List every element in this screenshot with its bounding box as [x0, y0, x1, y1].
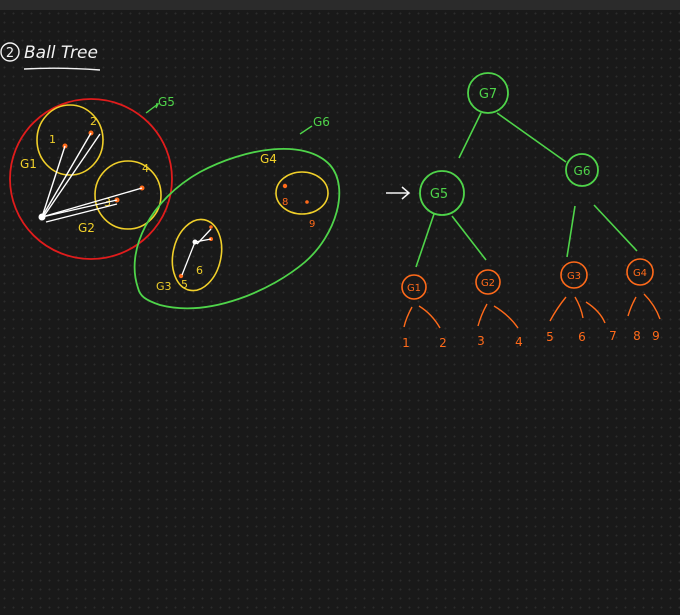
- edge-g7-g6: [496, 112, 567, 163]
- leaf-6: 6: [578, 330, 586, 344]
- edge-g6-g3: [566, 205, 576, 258]
- node-g7-label: G7: [479, 87, 497, 102]
- node-g7-circle: [467, 72, 509, 114]
- node-g6-circle: [565, 153, 599, 187]
- tree-node-g5: G5: [419, 170, 465, 216]
- ball-g1-label: G1: [20, 157, 37, 171]
- point-label-1: 1: [49, 133, 56, 146]
- edge-g6-g4: [593, 204, 638, 252]
- leaf-8: 8: [633, 329, 641, 343]
- point-8: [282, 183, 288, 189]
- point-7: [209, 225, 213, 229]
- g6-label-arrow: [299, 125, 313, 135]
- ball-g1-circle: [36, 104, 104, 176]
- ball-g6-circle: [133, 148, 341, 310]
- node-g4-circle: [626, 258, 654, 286]
- transform-arrow: [386, 186, 411, 200]
- point-label-6: 6: [196, 264, 203, 277]
- leaf-7: 7: [609, 329, 617, 343]
- ball-g3-label: G3: [156, 280, 172, 293]
- leaf-2: 2: [439, 336, 447, 350]
- page-title: Ball Tree: [24, 43, 98, 63]
- tree-node-g7: G7: [467, 72, 509, 114]
- point-label-8: 8: [282, 197, 288, 208]
- leaf-5: 5: [546, 330, 554, 344]
- g5-arrow-head: [155, 103, 160, 109]
- leaf-1: 1: [402, 336, 410, 350]
- leaf-4: 4: [515, 335, 523, 349]
- node-g1-label: G1: [407, 283, 421, 294]
- ball-g6-label: G6: [313, 115, 330, 129]
- tree-node-g1: G1: [401, 274, 427, 300]
- tree-leaves: 1 2 3 4 5 6 7 8 9: [402, 329, 660, 350]
- node-g4-label: G4: [633, 268, 647, 279]
- ball-g3-circle: [171, 218, 223, 292]
- point-label-2: 2: [90, 115, 97, 128]
- node-g3-circle: [560, 261, 588, 289]
- ball-g4-circle: [275, 171, 329, 215]
- leaf-branches: [403, 293, 661, 329]
- edge-g5-g1: [415, 213, 435, 268]
- point-label-5: 5: [181, 278, 188, 291]
- edge-g7-g5: [458, 112, 482, 159]
- point-label-4: 4: [142, 162, 149, 175]
- point-9: [305, 200, 309, 204]
- tree-node-g2: G2: [475, 269, 501, 295]
- top-toolbar-strip: [0, 0, 680, 10]
- ball-g5-label: G5: [158, 95, 175, 109]
- ball-g5-circle: [9, 98, 173, 260]
- title-underline: [23, 67, 101, 71]
- title: 2 Ball Tree: [0, 42, 101, 71]
- tree-node-g6: G6: [565, 153, 599, 187]
- ball-g5-group: G5 1 2 G1 4 3 G2: [9, 95, 175, 260]
- ball-g2-label: G2: [78, 221, 95, 235]
- tree-node-g4: G4: [626, 258, 654, 286]
- node-g1-circle: [401, 274, 427, 300]
- title-number: 2: [6, 46, 14, 61]
- ball-g4-label: G4: [260, 152, 277, 166]
- g3-radius-lines: [181, 228, 212, 276]
- node-g5-circle: [419, 170, 465, 216]
- tree-node-g3: G3: [560, 261, 588, 289]
- tree-edges: [415, 112, 638, 268]
- node-g2-label: G2: [481, 278, 495, 289]
- point-label-9: 9: [309, 219, 315, 230]
- title-number-circle: [0, 42, 20, 62]
- edge-g5-g2: [451, 215, 487, 261]
- node-g3-label: G3: [567, 271, 581, 282]
- ball-g2-circle: [94, 160, 162, 230]
- leaf-3: 3: [477, 334, 485, 348]
- g5-label-arrow: [145, 103, 159, 114]
- g3-center-point: [192, 239, 198, 245]
- node-g2-circle: [475, 269, 501, 295]
- node-g6-label: G6: [574, 164, 591, 178]
- leaf-9: 9: [652, 329, 660, 343]
- radius-lines: [41, 132, 143, 223]
- node-g5-label: G5: [430, 187, 448, 202]
- ball-g6-group: G6 G4 8 9 G3 5 6: [133, 115, 341, 310]
